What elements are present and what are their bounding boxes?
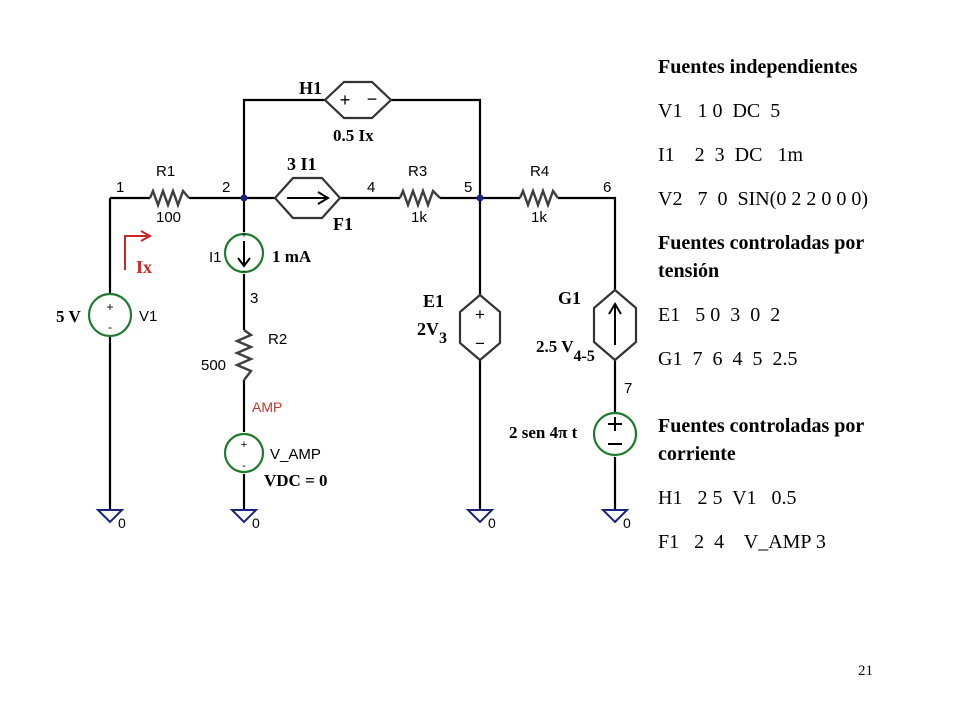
e1-gain-sub: 3 <box>439 330 447 347</box>
r4-value: 1k <box>531 209 547 226</box>
f1-gain: 3 I1 <box>287 154 317 174</box>
ground-icon <box>229 509 259 524</box>
resistor-r3-symbol <box>398 187 441 209</box>
e1-gain-main: 2V <box>417 319 439 339</box>
vamp-source-symbol: + - <box>223 432 265 474</box>
heading-current-controlled-2: corriente <box>658 443 736 465</box>
spice-line-v2: V2 7 0 SIN(0 2 2 0 0 0) <box>658 188 868 210</box>
svg-text:+: + <box>340 90 351 110</box>
ground-label: 0 <box>488 515 496 531</box>
svg-text:−: − <box>367 89 378 109</box>
heading-voltage-controlled: Fuentes controladas por <box>658 232 865 254</box>
g1-gain-sub: 4-5 <box>573 348 594 365</box>
g1-name: G1 <box>558 288 581 308</box>
h1-gain: 0.5 Ix <box>333 126 374 145</box>
ix-label: Ix <box>136 257 152 277</box>
spice-line-f1: F1 2 4 V_AMP 3 <box>658 531 826 553</box>
r3-value: 1k <box>411 209 427 226</box>
page-number: 21 <box>858 663 873 679</box>
junction-node-2 <box>240 194 248 202</box>
node-label-6: 6 <box>603 179 611 196</box>
node-label-1: 1 <box>116 179 124 196</box>
svg-text:-: - <box>242 460 246 472</box>
heading-voltage-controlled-2: tensión <box>658 260 720 282</box>
r2-name: R2 <box>268 331 287 348</box>
svg-text:−: − <box>475 334 485 353</box>
g1-source-symbol <box>592 288 638 362</box>
i1-name: I1 <box>209 249 222 266</box>
ground-label: 0 <box>118 515 126 531</box>
svg-text:-: - <box>108 320 112 334</box>
ground-label: 0 <box>623 515 631 531</box>
resistor-r1-symbol <box>148 187 190 209</box>
v1-name: V1 <box>139 308 157 325</box>
v1-source-symbol: + - <box>87 292 133 338</box>
g1-gain: 2.5 V4-5 <box>536 337 595 365</box>
node-label-7: 7 <box>624 380 632 397</box>
spice-line-v1: V1 1 0 DC 5 <box>658 100 781 122</box>
e1-source-symbol: + − <box>458 293 502 362</box>
g1-gain-main: 2.5 V <box>536 337 574 356</box>
r1-value: 100 <box>156 209 181 226</box>
node-label-2: 2 <box>222 179 230 196</box>
node-label-amp: AMP <box>252 399 282 415</box>
spice-line-i1: I1 2 3 DC 1m <box>658 144 803 166</box>
r3-name: R3 <box>408 163 427 180</box>
ground-label: 0 <box>252 515 260 531</box>
heading-current-controlled: Fuentes controladas por <box>658 415 865 437</box>
heading-independent: Fuentes independientes <box>658 56 858 78</box>
ground-icon <box>600 509 630 524</box>
e1-gain: 2V3 <box>417 319 447 347</box>
r2-value: 500 <box>201 357 226 374</box>
v2-source-symbol <box>592 411 638 457</box>
svg-text:+: + <box>475 305 485 324</box>
vamp-name: V_AMP <box>270 446 321 463</box>
wires <box>108 98 617 510</box>
f1-name: F1 <box>333 214 353 234</box>
r1-name: R1 <box>156 163 175 180</box>
junction-node-5 <box>476 194 484 202</box>
resistor-r4-symbol <box>518 187 559 209</box>
f1-source-symbol <box>273 176 342 220</box>
i1-value: 1 mA <box>272 247 312 266</box>
node-label-4: 4 <box>367 179 375 196</box>
vamp-value: VDC = 0 <box>264 471 328 490</box>
node-label-5: 5 <box>464 179 472 196</box>
resistor-r2-symbol <box>233 329 255 381</box>
v2-value: 2 sen 4π t <box>509 423 578 442</box>
svg-text:-: - <box>243 266 246 276</box>
spice-line-e1: E1 5 0 3 0 2 <box>658 304 781 326</box>
svg-text:+: + <box>241 439 247 451</box>
spice-line-h1: H1 2 5 V1 0.5 <box>658 487 797 509</box>
svg-text:+: + <box>106 300 113 314</box>
spice-line-g1: G1 7 6 4 5 2.5 <box>658 348 798 370</box>
i1-source-symbol: + - <box>223 230 265 276</box>
ground-icon <box>95 509 125 524</box>
h1-source-symbol: + − <box>323 80 393 120</box>
ground-icon <box>465 509 495 524</box>
h1-name: H1 <box>299 78 322 98</box>
ix-arrow-icon <box>124 230 153 270</box>
r4-name: R4 <box>530 163 549 180</box>
node-label-3: 3 <box>250 290 258 307</box>
v1-value: 5 V <box>56 307 81 326</box>
svg-text:+: + <box>241 230 246 240</box>
e1-name: E1 <box>423 291 444 311</box>
